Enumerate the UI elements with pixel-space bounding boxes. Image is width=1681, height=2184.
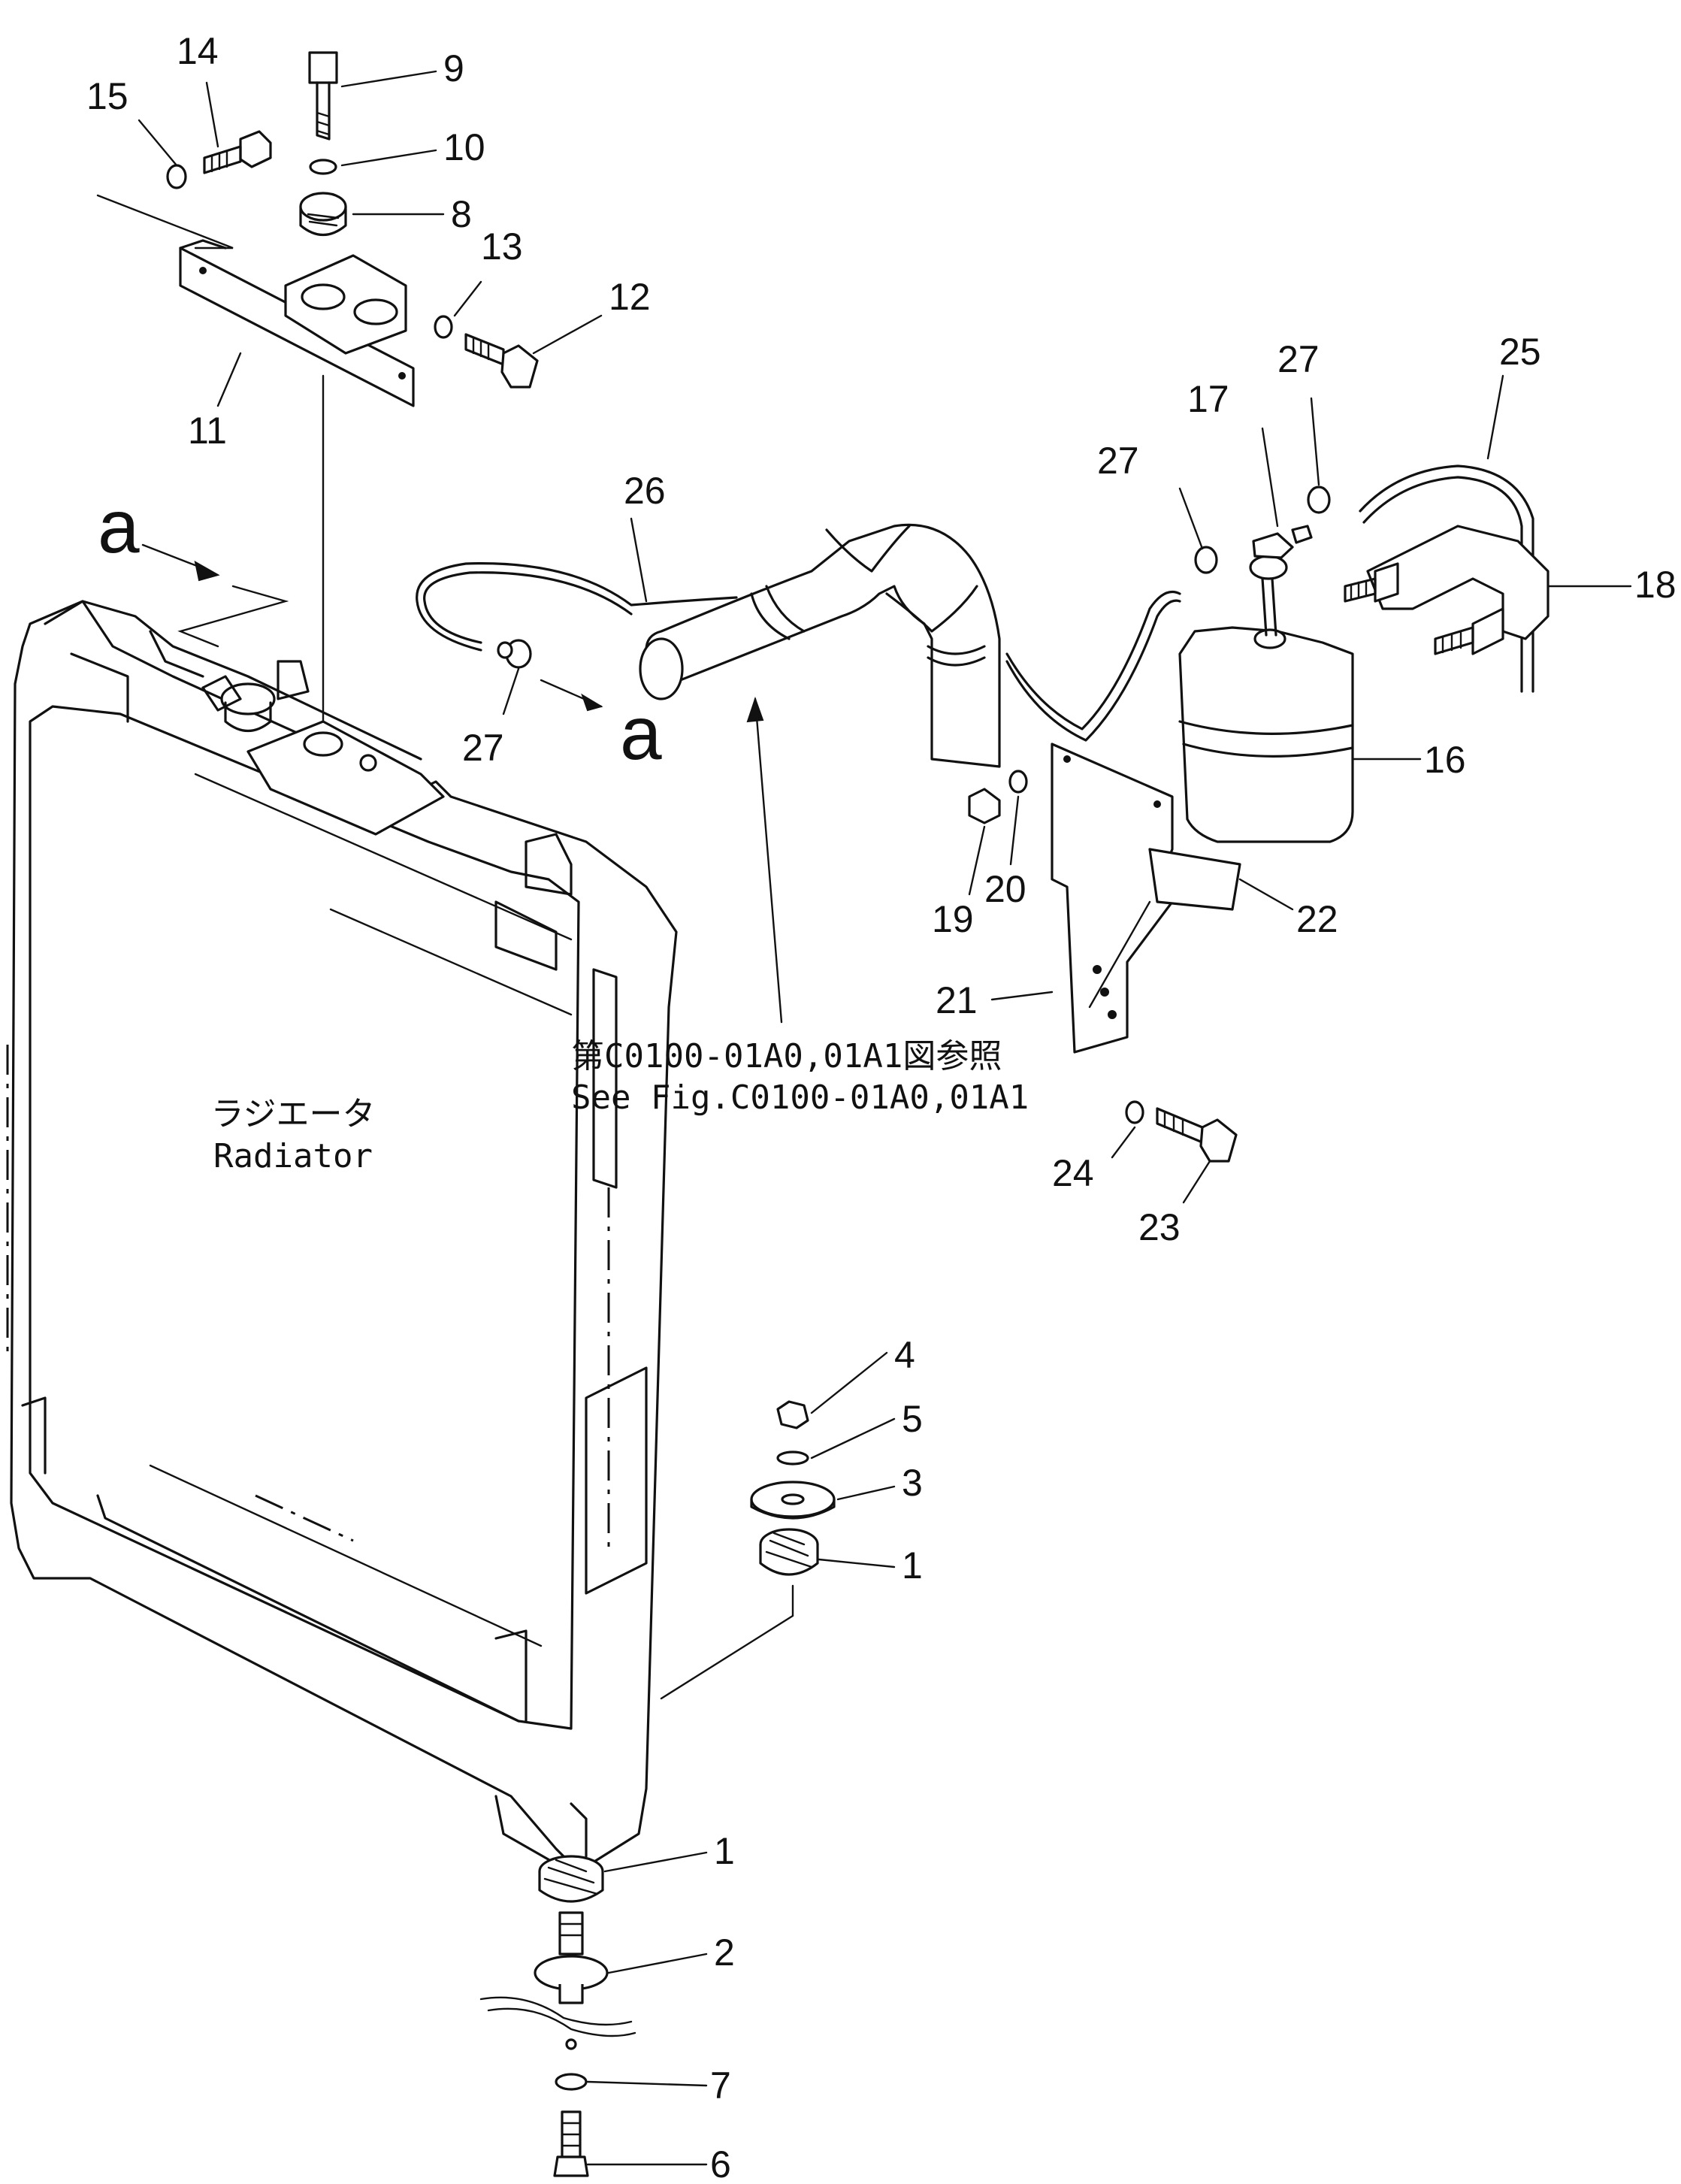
callout-27-right: 27 [1277,338,1320,380]
radiator [6,600,678,1873]
callout-7: 7 [710,2065,731,2107]
callout-8: 8 [451,193,472,235]
top-bracket-assembly [96,51,539,723]
callout-10: 10 [443,126,485,168]
callout-24: 24 [1052,1152,1094,1194]
radiator-label-en: Radiator [213,1137,373,1175]
callout-13: 13 [481,225,523,268]
radiator-label-ja: ラジエータ [210,1095,375,1133]
callout-18: 18 [1634,564,1676,606]
callout-26: 26 [624,470,666,512]
callout-19: 19 [932,898,974,940]
callout-4: 4 [894,1334,915,1376]
callout-21: 21 [936,979,978,1021]
reserve-tank-assembly [968,464,1549,1163]
callout-leaders [138,70,1632,2166]
callout-1-lower: 1 [714,1830,735,1872]
callout-16: 16 [1424,739,1466,781]
callout-5: 5 [902,1398,923,1440]
callout-9: 9 [443,47,464,89]
callout-23: 23 [1138,1206,1181,1248]
callout-22: 22 [1296,898,1338,940]
callout-1-upper: 1 [902,1544,923,1587]
radiator-hose-assembly [141,523,1181,768]
view-mark-a-right: a [620,691,662,776]
reference-note-ja: 第C0100-01A0,01A1図参照 [571,1037,1002,1075]
lower-mount-assembly [479,1400,836,2177]
callout-27-left: 27 [462,727,504,769]
callout-3: 3 [902,1462,923,1504]
view-mark-a-left: a [98,485,140,569]
hose-clamp-left [497,639,532,669]
callout-25: 25 [1499,331,1541,373]
callout-12: 12 [609,276,651,318]
callout-20: 20 [984,868,1026,910]
callout-15: 15 [86,75,128,117]
callout-11: 11 [188,410,227,452]
callout-27-mid: 27 [1097,440,1139,482]
callout-2: 2 [714,1931,735,1974]
reference-note-en: See Fig.C0100-01A0,01A1 [571,1078,1029,1117]
callout-17: 17 [1187,378,1229,420]
callout-14: 14 [177,30,219,72]
callout-6: 6 [710,2143,731,2184]
